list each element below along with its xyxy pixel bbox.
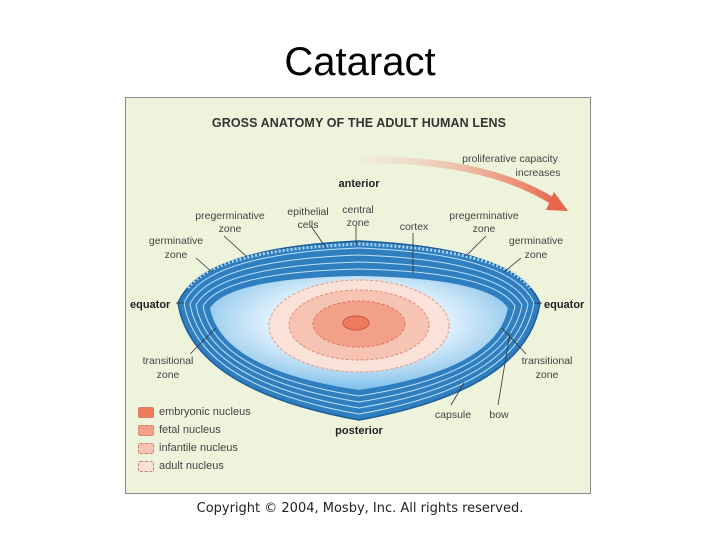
nucleus-legend: embryonic nucleus fetal nucleus infantil… [138, 403, 251, 475]
legend-label-fetal: fetal nucleus [159, 424, 221, 436]
legend-swatch-embryonic [138, 406, 154, 418]
legend-label-infantile: infantile nucleus [159, 442, 238, 454]
embryonic-nucleus [342, 315, 370, 331]
label-germinative-right-1: germinative [509, 235, 563, 247]
label-bow: bow [489, 409, 509, 421]
legend-swatch-infantile [138, 442, 154, 454]
label-transitional-left-2: zone [157, 369, 180, 381]
label-equator-left: equator [130, 299, 171, 311]
cortex-layer-4 [202, 268, 516, 397]
legend-item-infantile: infantile nucleus [138, 439, 251, 457]
cortex-layer-2 [189, 254, 529, 409]
figure-heading: GROSS ANATOMY OF THE ADULT HUMAN LENS [211, 116, 507, 130]
label-proliferative-2: increases [516, 167, 561, 179]
label-capsule: capsule [435, 409, 471, 421]
label-transitional-right-1: transitional [522, 355, 573, 367]
label-germinative-left-1: germinative [149, 235, 203, 247]
cortex-layer-1 [183, 247, 535, 415]
legend-label-embryonic: embryonic nucleus [159, 406, 251, 418]
label-pregerminative-right-1: pregerminative [449, 210, 519, 222]
label-central-zone-2: zone [347, 217, 370, 229]
proliferation-arrowhead [546, 192, 568, 211]
lens-diagram: anterior posterior equator equator proli… [130, 153, 585, 437]
legend-label-adult: adult nucleus [159, 460, 224, 472]
legend-swatch-adult [138, 460, 154, 472]
label-pregerminative-left-2: zone [219, 223, 242, 235]
legend-item-embryonic: embryonic nucleus [138, 403, 251, 421]
proliferation-arrow [357, 156, 560, 207]
label-posterior: posterior [335, 425, 383, 437]
label-epithelial-2: cells [297, 219, 318, 231]
label-proliferative-1: proliferative capacity [462, 153, 558, 165]
legend-swatch-fetal [138, 424, 154, 436]
lens-anatomy-figure: GROSS ANATOMY OF THE ADULT HUMAN LENS [125, 97, 591, 494]
label-central-zone-1: central [342, 204, 374, 216]
epithelium-layer [186, 242, 532, 289]
leader-lines [176, 225, 542, 406]
legend-item-adult: adult nucleus [138, 457, 251, 475]
label-cortex: cortex [400, 221, 429, 233]
label-germinative-left-2: zone [165, 249, 188, 261]
cortex-layer-3 [195, 261, 523, 403]
label-transitional-left-1: transitional [143, 355, 194, 367]
label-transitional-right-2: zone [536, 369, 559, 381]
copyright-notice: Copyright © 2004, Mosby, Inc. All rights… [196, 501, 524, 516]
label-pregerminative-right-2: zone [473, 223, 496, 235]
label-anterior: anterior [339, 178, 381, 190]
label-germinative-right-2: zone [525, 249, 548, 261]
slide-title: Cataract [284, 40, 436, 84]
label-pregerminative-left-1: pregerminative [195, 210, 265, 222]
label-epithelial-1: epithelial [287, 206, 328, 218]
legend-item-fetal: fetal nucleus [138, 421, 251, 439]
label-equator-right: equator [544, 299, 585, 311]
